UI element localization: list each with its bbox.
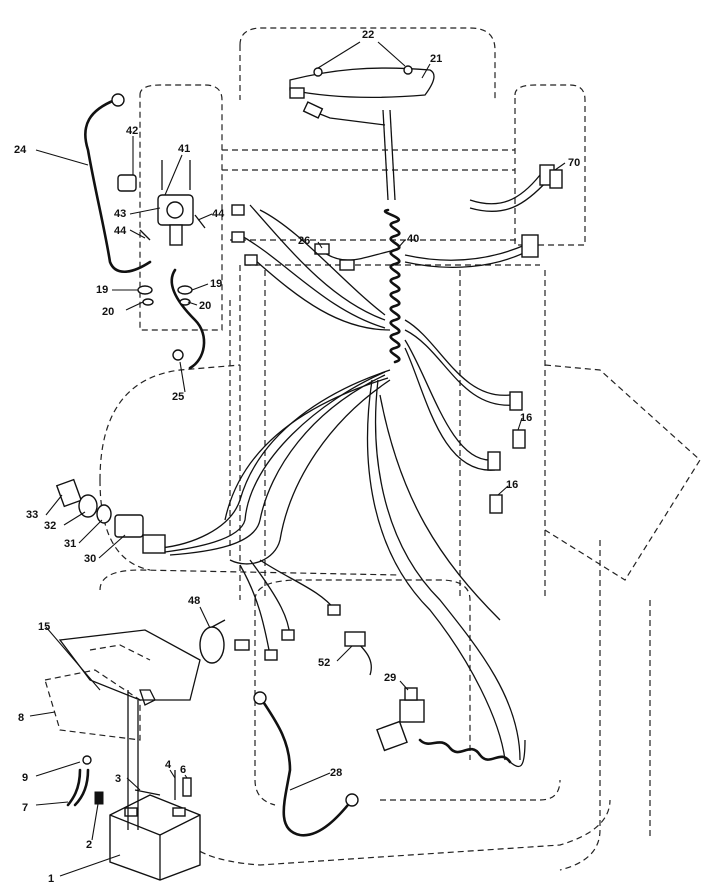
callout-44a: 44	[114, 225, 127, 237]
callout-22: 22	[362, 29, 374, 41]
callout-20b: 20	[199, 300, 211, 312]
battery-cable-24	[84, 98, 152, 274]
callout-16b: 16	[506, 479, 518, 491]
callout-48: 48	[188, 595, 200, 607]
callout-21: 21	[430, 53, 442, 65]
callout-6: 6	[180, 764, 186, 776]
engine-area	[44, 629, 201, 741]
callout-9: 9	[22, 772, 28, 784]
cable-25	[170, 268, 206, 370]
callout-44b: 44	[212, 208, 225, 220]
callout-19b: 19	[210, 278, 222, 290]
callout-15: 15	[38, 621, 50, 633]
callout-4: 4	[165, 759, 172, 771]
callout-32: 32	[44, 520, 56, 532]
callout-labels: 1 2 3 4 6 7 8 9 15 16 16 19 19 20 20 21 …	[14, 29, 580, 885]
battery	[109, 794, 201, 881]
callout-2: 2	[86, 839, 92, 851]
callout-70: 70	[568, 157, 580, 169]
callout-30: 30	[84, 553, 96, 565]
callout-33: 33	[26, 509, 38, 521]
chassis-outline	[99, 27, 701, 871]
callout-40: 40	[407, 233, 419, 245]
callout-7: 7	[22, 802, 28, 814]
ignition-switch	[55, 478, 166, 554]
cable-28	[260, 698, 354, 837]
callout-31: 31	[64, 538, 76, 550]
bolt-2	[94, 791, 104, 805]
callout-52: 52	[318, 657, 330, 669]
callout-3: 3	[115, 773, 121, 785]
callout-28: 28	[330, 767, 342, 779]
callout-1: 1	[48, 873, 54, 885]
callout-29: 29	[384, 672, 396, 684]
main-harness	[159, 65, 563, 768]
plug-52	[344, 631, 366, 647]
callout-16a: 16	[520, 412, 532, 424]
callout-8: 8	[18, 712, 24, 724]
callout-20a: 20	[102, 306, 114, 318]
callout-25: 25	[172, 391, 184, 403]
callout-43: 43	[114, 208, 126, 220]
callout-42: 42	[126, 125, 138, 137]
callout-24: 24	[14, 144, 27, 156]
switch-29	[399, 699, 425, 723]
solenoid-assembly	[117, 160, 206, 246]
coiled-loom-40	[384, 208, 401, 364]
callout-41: 41	[178, 143, 190, 155]
callout-26: 26	[298, 235, 310, 247]
callout-19a: 19	[96, 284, 108, 296]
connector-48	[199, 626, 225, 664]
leader-lines	[29, 41, 566, 877]
